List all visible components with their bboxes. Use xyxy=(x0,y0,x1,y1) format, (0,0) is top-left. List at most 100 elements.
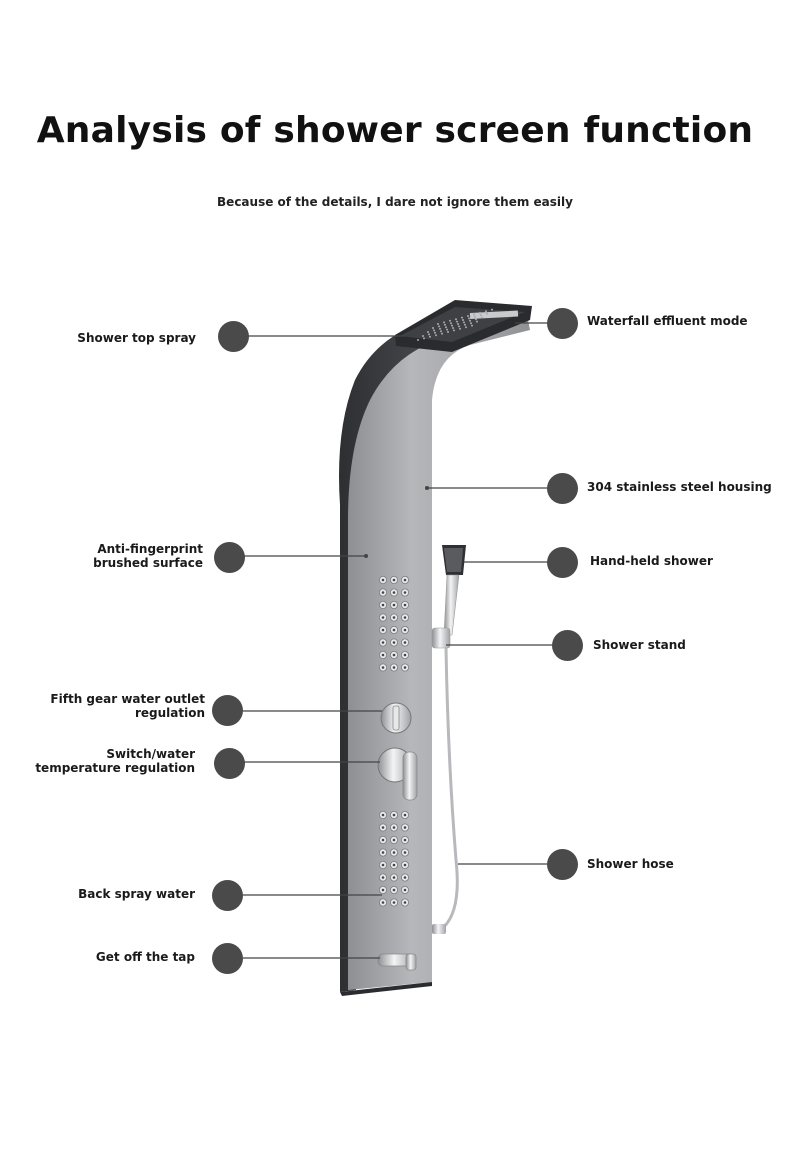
jet-nozzle-hole xyxy=(392,653,396,657)
jet-nozzle-hole xyxy=(403,653,407,657)
spray-hole xyxy=(486,312,488,315)
callout-label-hand-shower: Hand-held shower xyxy=(590,554,713,568)
spray-hole xyxy=(475,318,477,321)
jet-nozzle-hole xyxy=(392,888,396,892)
callout-dot-hand-shower xyxy=(547,547,578,578)
leader-lines xyxy=(243,322,553,959)
spray-hole xyxy=(476,320,478,323)
jet-nozzle-hole xyxy=(381,603,385,607)
panel-front xyxy=(348,320,530,990)
jet-nozzle-hole xyxy=(392,826,396,829)
callout-label-fifth-gear: Fifth gear water outlet regulation xyxy=(50,692,205,720)
spray-hole xyxy=(469,319,471,322)
callout-dot-anti-fingerprint xyxy=(214,542,245,573)
spray-hole xyxy=(428,333,430,336)
spray-hole xyxy=(473,313,475,316)
jet-nozzle-hole xyxy=(392,901,396,904)
spray-hole xyxy=(457,323,459,325)
jet-nozzle-hole xyxy=(403,603,407,607)
spray-hole xyxy=(443,321,445,324)
jet-nozzle-hole xyxy=(403,641,407,644)
spray-hole xyxy=(474,315,476,318)
jet-nozzle-hole xyxy=(381,851,385,854)
jet-nozzle-hole xyxy=(403,813,407,817)
spray-hole xyxy=(450,322,452,325)
top-spray-nozzles xyxy=(417,308,493,341)
jet-nozzle-hole xyxy=(392,628,396,632)
jet-nozzle-hole xyxy=(392,813,396,817)
callout-dot-fifth-gear xyxy=(212,695,243,726)
spray-hole xyxy=(464,323,466,326)
spray-hole xyxy=(434,331,436,334)
tub-spout xyxy=(377,953,417,971)
jet-nozzle-hole xyxy=(392,578,396,582)
callout-label-shower-hose: Shower hose xyxy=(587,857,674,871)
spray-hole xyxy=(491,308,493,311)
spray-hole xyxy=(432,327,434,329)
spray-hole xyxy=(441,332,443,335)
jet-nozzle-hole xyxy=(392,876,396,879)
jet-nozzle-hole xyxy=(381,863,385,867)
spray-hole xyxy=(427,331,429,333)
spray-hole xyxy=(447,331,449,333)
jet-nozzle-hole xyxy=(403,888,407,892)
jet-nozzle-hole xyxy=(381,876,385,879)
spray-hole xyxy=(462,319,464,321)
spray-hole xyxy=(449,319,451,322)
spray-hole xyxy=(435,334,437,337)
jet-nozzle-hole xyxy=(403,578,407,582)
spray-hole xyxy=(455,318,457,321)
callout-dot-shower-stand xyxy=(552,630,583,661)
jet-nozzle-hole xyxy=(403,628,407,632)
spray-hole xyxy=(437,323,439,325)
jet-nozzle-hole xyxy=(403,616,407,619)
spray-hole xyxy=(456,320,458,323)
jet-nozzle-hole xyxy=(381,826,385,829)
callout-dot-waterfall xyxy=(547,308,578,339)
jet-nozzle-hole xyxy=(381,901,385,904)
jet-nozzle-hole xyxy=(403,901,407,904)
jet-nozzle-hole xyxy=(403,851,407,854)
spray-hole xyxy=(471,324,473,327)
jet-nozzle-hole xyxy=(392,666,396,669)
callout-label-waterfall: Waterfall effluent mode xyxy=(587,314,748,328)
callout-dot-shower-hose xyxy=(547,849,578,880)
jet-nozzle-hole xyxy=(381,813,385,817)
callout-label-tap: Get off the tap xyxy=(95,950,195,964)
callout-label-stainless-housing: 304 stainless steel housing xyxy=(587,480,772,494)
jet-nozzle-hole xyxy=(381,653,385,657)
page-title: Analysis of shower screen function xyxy=(36,110,754,151)
spray-hole xyxy=(467,315,469,317)
spray-hole xyxy=(452,327,454,329)
jet-nozzle-hole xyxy=(403,826,407,829)
spray-hole xyxy=(429,335,431,338)
spray-hole xyxy=(461,316,463,319)
body-jets-upper xyxy=(378,576,409,672)
spray-hole xyxy=(446,328,448,331)
body-jets-lower xyxy=(378,811,409,907)
hand-shower xyxy=(442,545,466,636)
jet-nozzle-hole xyxy=(392,863,396,867)
jet-nozzle-hole xyxy=(392,603,396,607)
top-shower-head xyxy=(395,300,532,352)
jet-nozzle-hole xyxy=(381,666,385,669)
jet-nozzle-hole xyxy=(403,863,407,867)
jet-nozzle-hole xyxy=(392,591,396,594)
callout-label-anti-fingerprint: Anti-fingerprint brushed surface xyxy=(93,542,203,570)
spray-hole xyxy=(445,326,447,329)
jet-nozzle-hole xyxy=(381,628,385,632)
shower-hose xyxy=(432,647,459,932)
spray-hole xyxy=(485,310,487,313)
jet-nozzle-hole xyxy=(392,851,396,854)
spray-hole xyxy=(470,322,472,325)
spray-hole xyxy=(458,325,460,328)
spray-hole xyxy=(480,314,482,317)
spray-hole xyxy=(479,311,481,314)
spray-hole xyxy=(417,339,419,341)
jet-nozzle-hole xyxy=(403,838,407,842)
callout-dot-shower-top-spray xyxy=(218,321,249,352)
callout-dot-tap xyxy=(212,943,243,974)
temperature-valve xyxy=(377,747,418,801)
spray-hole xyxy=(440,330,442,333)
